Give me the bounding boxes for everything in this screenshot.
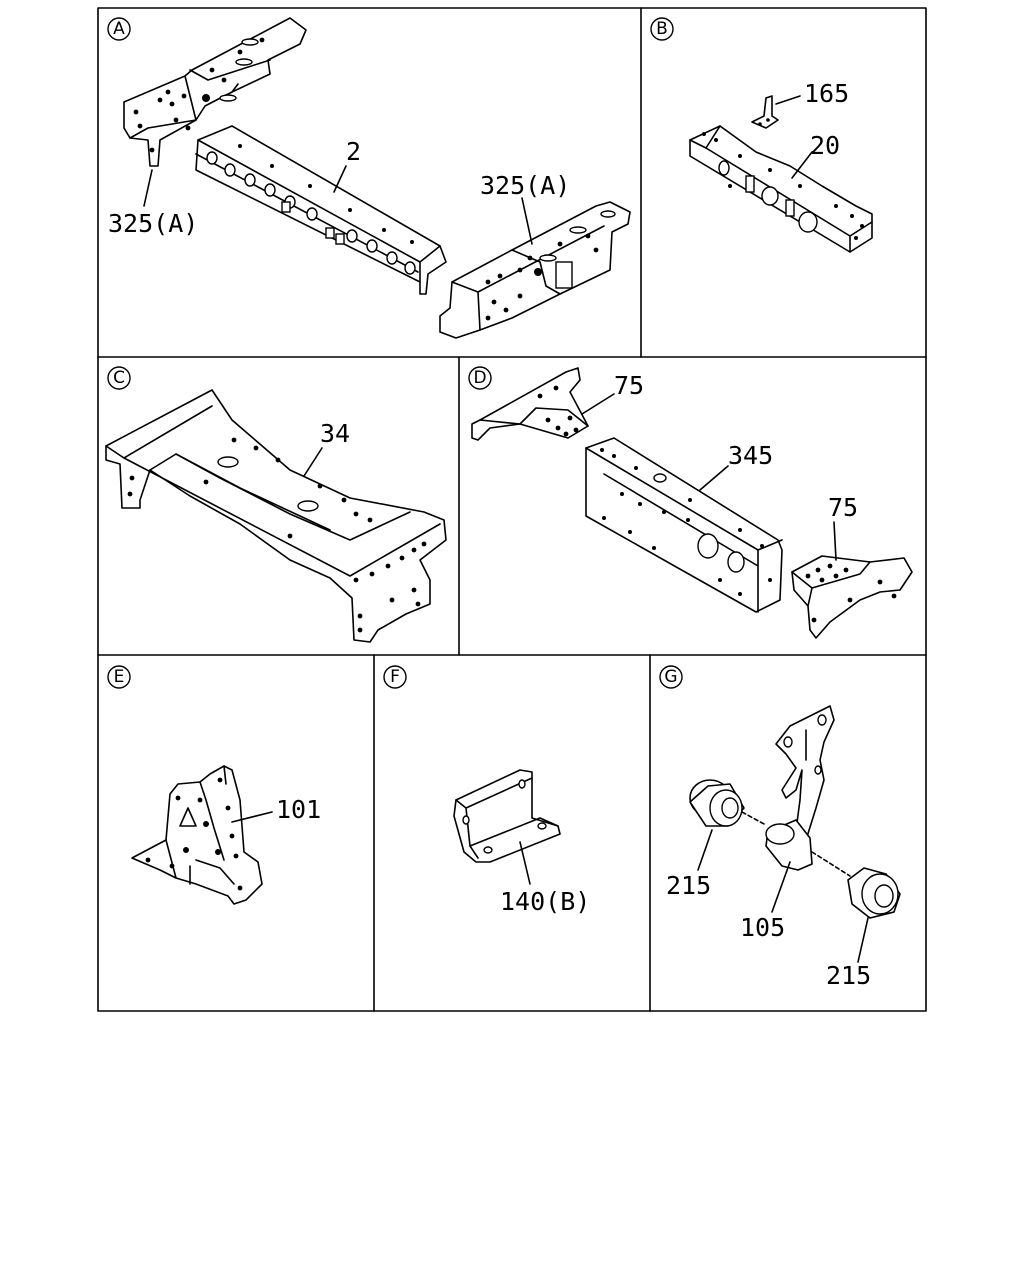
part-bracket-left (123, 17, 307, 167)
panel-marker-e: E (107, 665, 131, 689)
part-label-75-bottom: 75 (828, 493, 858, 522)
part-label-34: 34 (320, 419, 350, 448)
part-bushing-215-left (689, 779, 745, 827)
panel-marker-a: A (107, 17, 131, 41)
panel-letter-d: D (473, 368, 486, 388)
part-bracket-165 (751, 95, 779, 129)
part-crossmember-345 (585, 437, 783, 613)
panel-marker-g: G (659, 665, 683, 689)
panel-marker-c: C (107, 366, 131, 390)
panel-letter-c: C (113, 368, 125, 388)
part-label-345: 345 (728, 441, 773, 470)
part-label-140b: 140(B) (500, 887, 590, 916)
panel-marker-b: B (650, 17, 674, 41)
panel-c-drawing: 34 (105, 389, 447, 643)
panel-f-drawing: 140(B) (453, 769, 590, 916)
panel-b-drawing: 165 20 (689, 79, 873, 253)
panel-a-drawing: 325(A) 2 325(A) (108, 17, 631, 339)
panel-letter-b: B (656, 19, 668, 39)
part-label-75-top: 75 (614, 371, 644, 400)
panel-letter-g: G (664, 667, 677, 687)
panel-grid (97, 7, 927, 1012)
part-label-20: 20 (810, 131, 840, 160)
part-crossmember-2 (195, 125, 447, 295)
panel-marker-d: D (468, 366, 492, 390)
part-label-2: 2 (346, 137, 361, 166)
panel-marker-f: F (383, 665, 407, 689)
part-label-325a-right: 325(A) (480, 171, 570, 200)
panel-letter-e: E (114, 667, 125, 687)
part-hanger-105 (765, 705, 835, 871)
panel-d-drawing: 75 345 75 (471, 367, 913, 639)
part-label-101: 101 (276, 795, 321, 824)
part-bracket-75-bottom (791, 555, 913, 639)
part-label-105: 105 (740, 913, 785, 942)
panel-letter-a: A (113, 19, 125, 39)
part-crossmember-34 (105, 389, 447, 643)
part-label-325a-left: 325(A) (108, 209, 198, 238)
panel-e-drawing: 101 (131, 765, 321, 905)
panel-letter-f: F (390, 667, 400, 687)
part-label-215-left: 215 (666, 871, 711, 900)
part-crossmember-20 (689, 125, 873, 253)
panel-g-drawing: 215 105 215 (666, 705, 901, 990)
part-bracket-101 (131, 765, 263, 905)
part-bracket-75-top (471, 367, 589, 441)
part-bushing-215-right (847, 867, 901, 919)
part-bracket-right (439, 201, 631, 339)
part-label-165: 165 (804, 79, 849, 108)
part-label-215-right: 215 (826, 961, 871, 990)
part-bracket-140b (453, 769, 561, 863)
